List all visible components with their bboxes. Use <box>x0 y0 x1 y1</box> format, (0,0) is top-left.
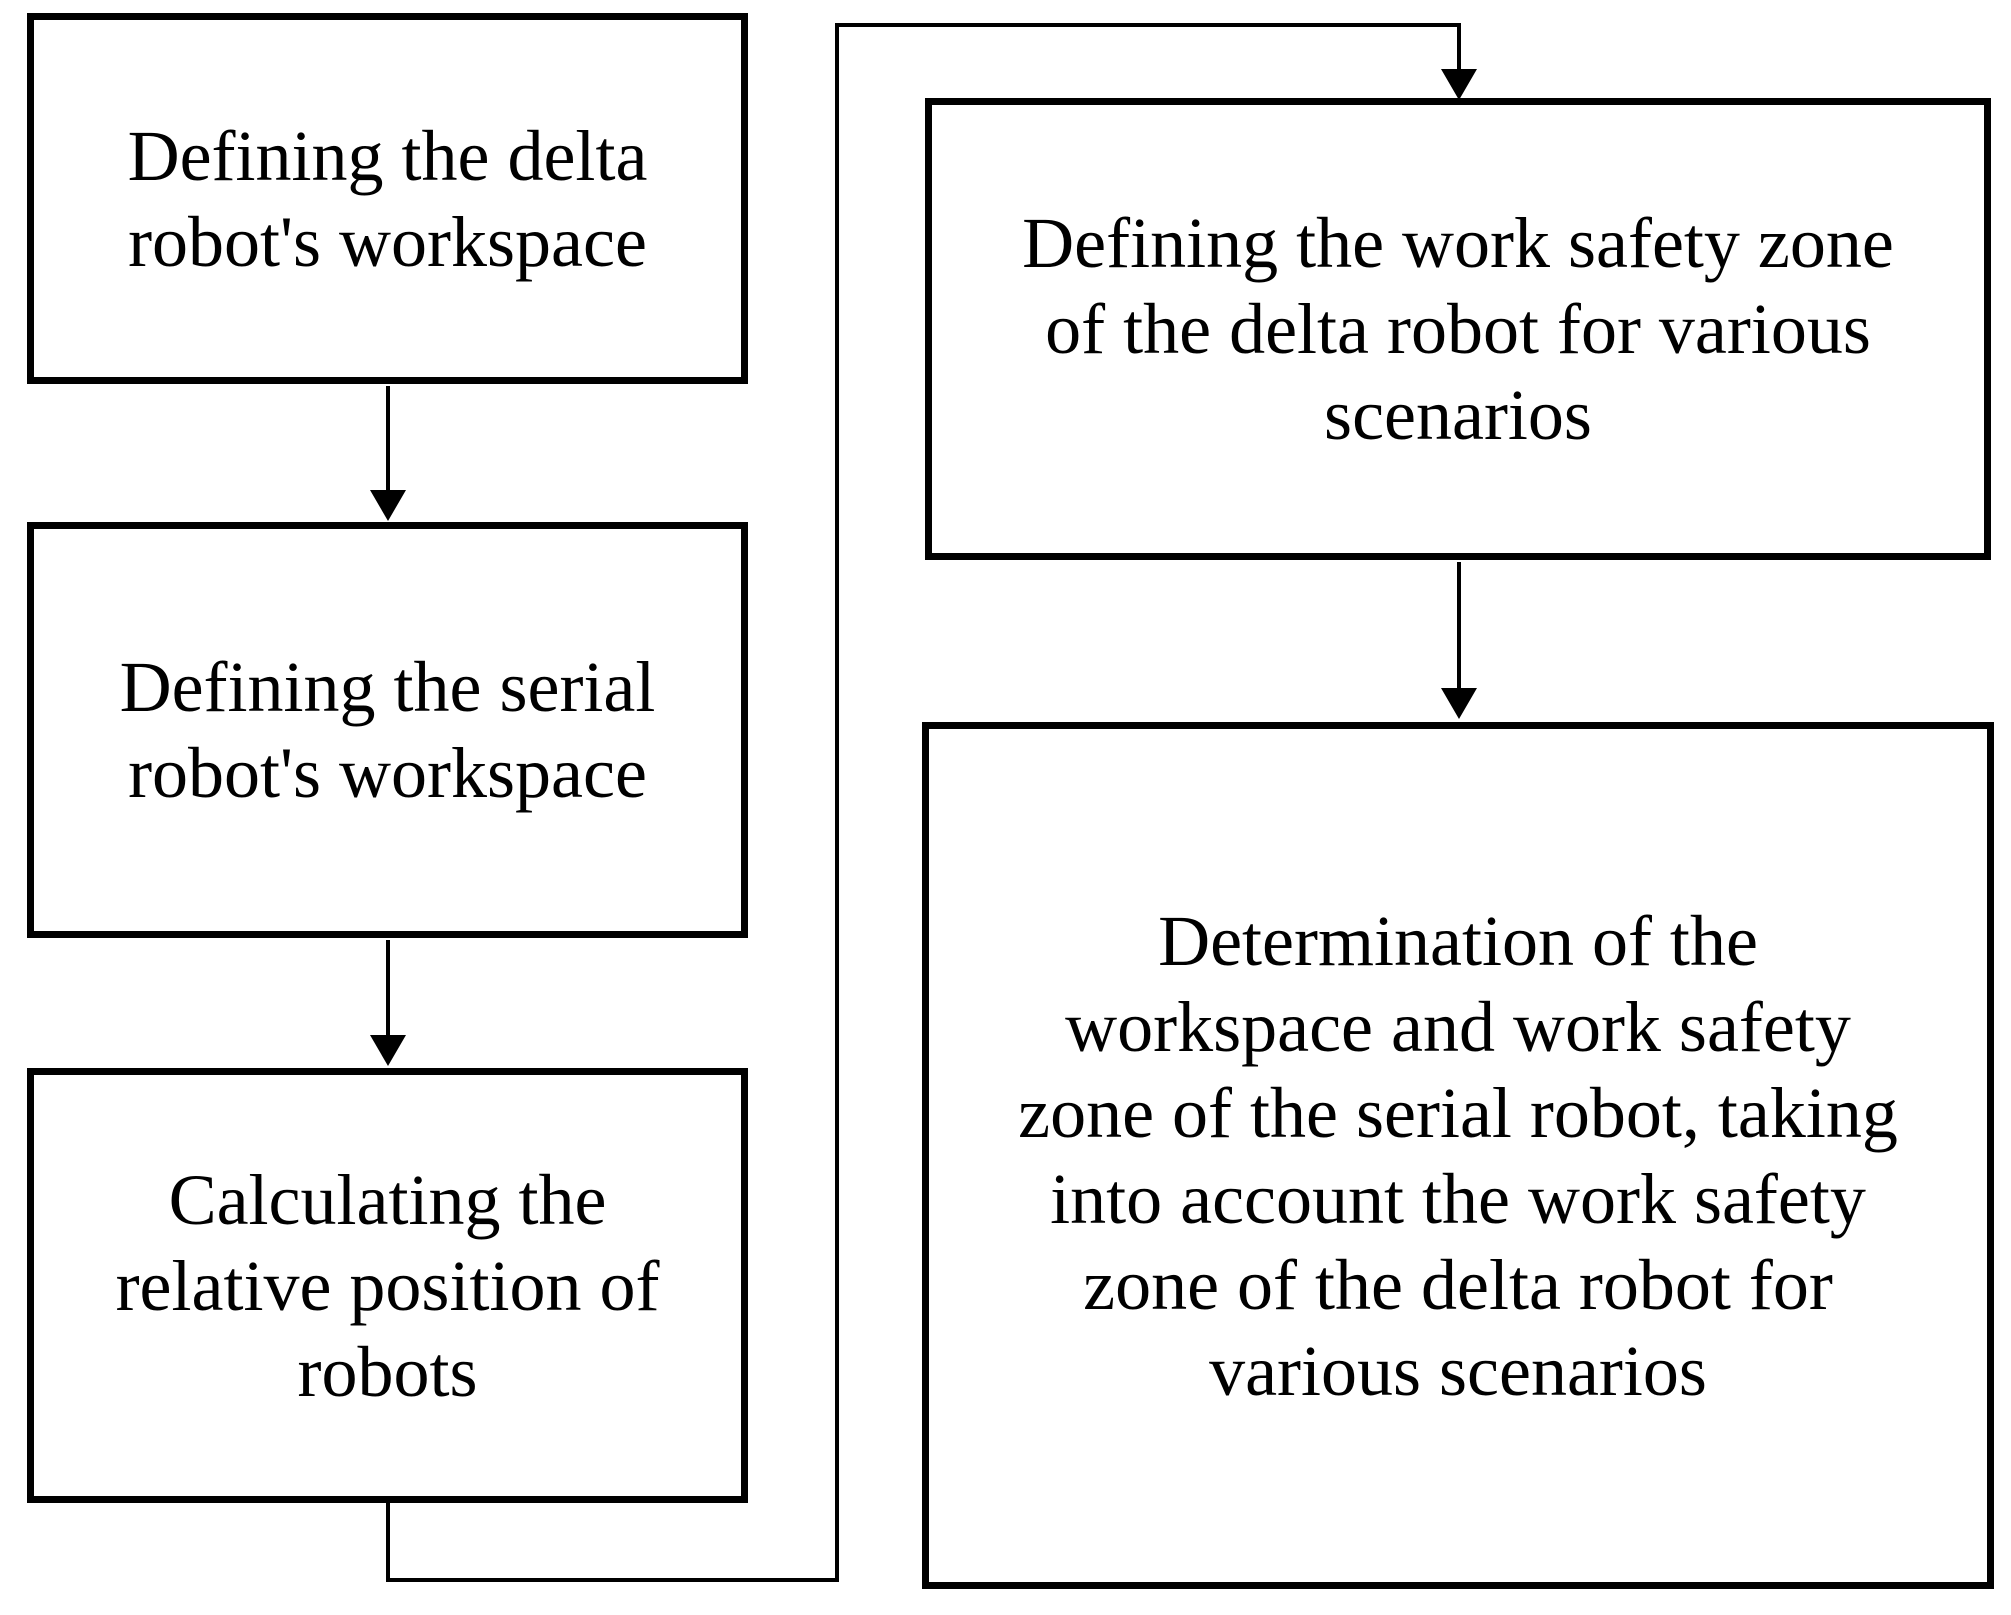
flow-box-defining-delta-workspace: Defining the delta robot's workspace <box>27 13 748 384</box>
box-text-line: various scenarios <box>1209 1330 1707 1411</box>
box-text-line: Defining the work safety zone <box>1022 203 1894 283</box>
box-text-line: Defining the serial <box>119 647 656 727</box>
flow-box-calculating-relative-position: Calculating the relative position of rob… <box>27 1068 748 1503</box>
arrow-delta-workspace-to-serial-workspace <box>370 386 406 521</box>
arrow-serial-workspace-to-relative-position <box>370 940 406 1066</box>
box-text-line: workspace and work safety <box>1065 986 1851 1067</box>
box-text-line: scenarios <box>1324 375 1592 455</box>
box-text-line: into account the work safety <box>1050 1158 1866 1239</box>
box-text-line: relative position of <box>115 1245 660 1326</box>
box-text-line: zone of the serial robot, taking <box>1018 1072 1898 1153</box>
box-text-line: of the delta robot for various <box>1045 289 1871 369</box>
arrow-safety-zone-to-determination <box>1441 562 1477 719</box>
flow-box-determination-workspace-safety-serial: Determination of the workspace and work … <box>922 722 1994 1589</box>
box-text-line: Determination of the <box>1158 900 1758 981</box>
box-text-line: Defining the delta <box>127 115 648 196</box>
box-text-line: robot's workspace <box>128 733 647 813</box>
box-text-line: robots <box>297 1331 478 1412</box>
flow-box-defining-work-safety-zone-delta: Defining the work safety zone of the del… <box>925 98 1991 560</box>
flow-box-defining-serial-workspace: Defining the serial robot's workspace <box>27 522 748 938</box>
box-text-line: Calculating the <box>168 1159 607 1240</box>
box-text-line: zone of the delta robot for <box>1083 1244 1833 1325</box>
box-text-line: robot's workspace <box>128 201 647 282</box>
